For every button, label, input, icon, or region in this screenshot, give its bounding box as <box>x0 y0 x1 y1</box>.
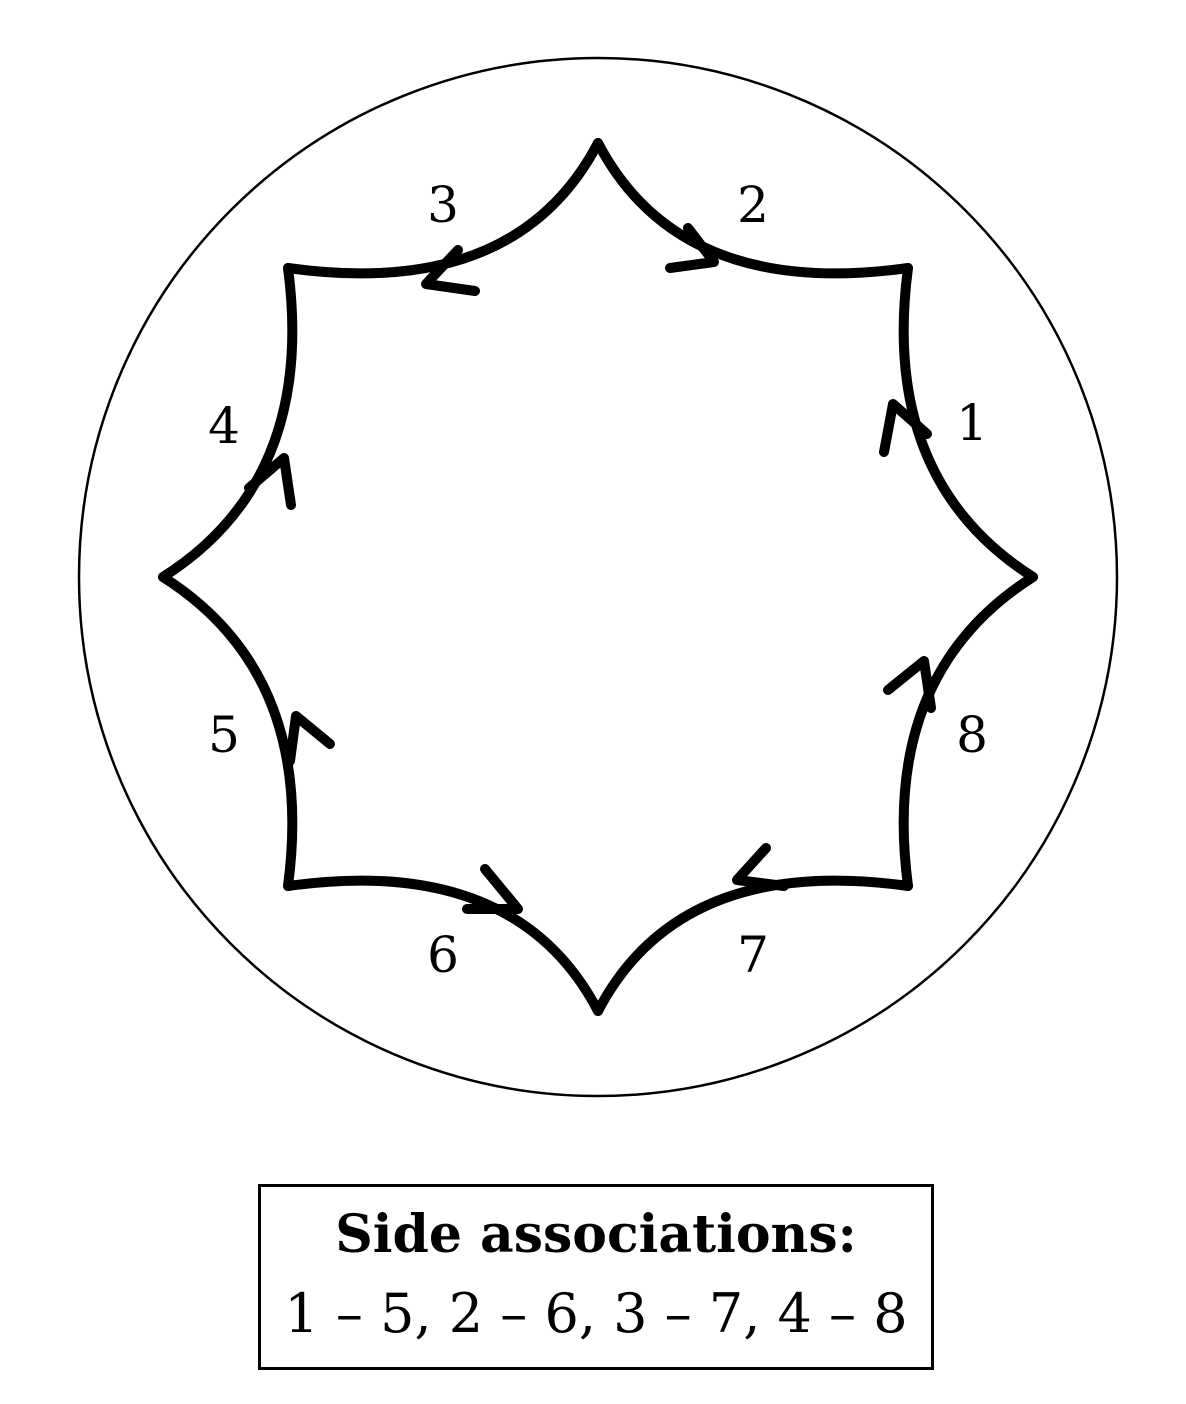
arrow-2-icon <box>665 223 719 273</box>
legend-pairs: 1 – 5, 2 – 6, 3 – 7, 4 – 8 <box>284 1282 908 1345</box>
legend-title: Side associations: <box>335 1204 857 1265</box>
side-label-1: 1 <box>956 394 988 452</box>
edge-arrows <box>244 223 936 914</box>
arrow-7-icon <box>732 843 789 891</box>
side-label-5: 5 <box>208 706 240 764</box>
side-label-3: 3 <box>427 176 459 234</box>
side-labels: 1 2 3 4 5 6 7 8 <box>208 176 988 984</box>
edge-1 <box>898 263 1038 582</box>
side-label-8: 8 <box>956 706 988 764</box>
arrow-3-icon <box>421 245 480 296</box>
side-label-6: 6 <box>427 926 459 984</box>
edge-4 <box>158 263 298 582</box>
arrow-4-icon <box>244 453 296 510</box>
boundary-circle <box>77 56 1119 1098</box>
edge-7 <box>593 875 913 1016</box>
hyperbolic-octagon-diagram: 1 2 3 4 5 6 7 8 <box>77 56 1119 1098</box>
edge-5 <box>158 572 298 891</box>
side-label-2: 2 <box>737 176 769 234</box>
side-label-4: 4 <box>208 397 240 455</box>
arrow-8-icon <box>883 656 936 713</box>
octagon-edges <box>158 138 1038 1016</box>
edge-2 <box>593 138 913 279</box>
side-associations-legend: Side associations: 1 – 5, 2 – 6, 3 – 7, … <box>258 1184 934 1370</box>
edge-6 <box>283 875 603 1016</box>
side-label-7: 7 <box>737 926 769 984</box>
arrow-6-icon <box>462 864 523 914</box>
arrow-5-icon <box>285 711 335 766</box>
arrow-1-icon <box>879 399 932 457</box>
edge-3 <box>283 138 603 279</box>
